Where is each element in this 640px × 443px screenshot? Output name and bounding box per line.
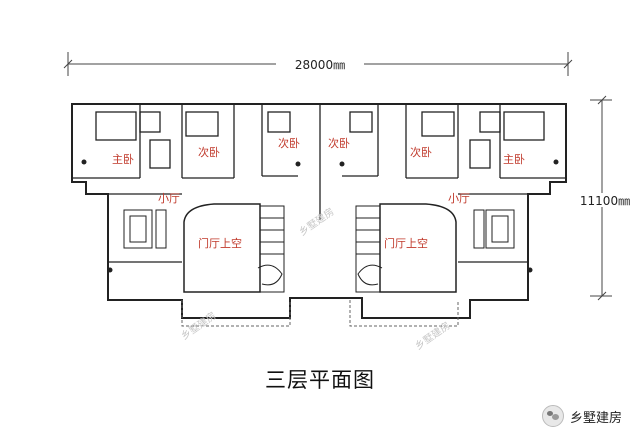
- structural-columns: [81, 159, 559, 273]
- small-hall-furniture: [123, 209, 515, 249]
- room-label-second-bedroom-4: 次卧: [410, 145, 432, 159]
- room-label-second-bedroom-1: 次卧: [198, 145, 220, 159]
- room-label-master-bedroom-right: 主卧: [503, 153, 525, 166]
- interior-walls: [72, 104, 566, 263]
- room-label-foyer-void-left: 门厅上空: [198, 236, 242, 250]
- room-label-second-bedroom-3: 次卧: [328, 136, 350, 150]
- brand-badge: 乡墅建房: [541, 405, 622, 427]
- brand-name: 乡墅建房: [569, 410, 622, 426]
- outer-walls: [71, 103, 567, 319]
- room-label-small-hall-right: 小厅: [448, 192, 470, 205]
- room-label-second-bedroom-2: 次卧: [278, 136, 300, 150]
- balcony-rails: [181, 300, 459, 327]
- room-label-small-hall-left: 小厅: [158, 192, 180, 205]
- foyer-voids: [183, 203, 457, 293]
- room-label-master-bedroom-left: 主卧: [112, 153, 134, 166]
- depth-dimension-label: 11100㎜: [580, 194, 630, 208]
- plan-caption: 三层平面图: [265, 368, 375, 392]
- watermark-text: 乡墅建房: [412, 319, 452, 353]
- watermark-text: 乡墅建房: [296, 205, 336, 239]
- width-dimension-label: 28000㎜: [295, 58, 345, 72]
- watermarks: 乡墅建房 乡墅建房 乡墅建房: [178, 205, 452, 353]
- room-label-foyer-void-right: 门厅上空: [384, 236, 428, 250]
- wechat-icon: [541, 405, 564, 427]
- staircases: [257, 205, 383, 293]
